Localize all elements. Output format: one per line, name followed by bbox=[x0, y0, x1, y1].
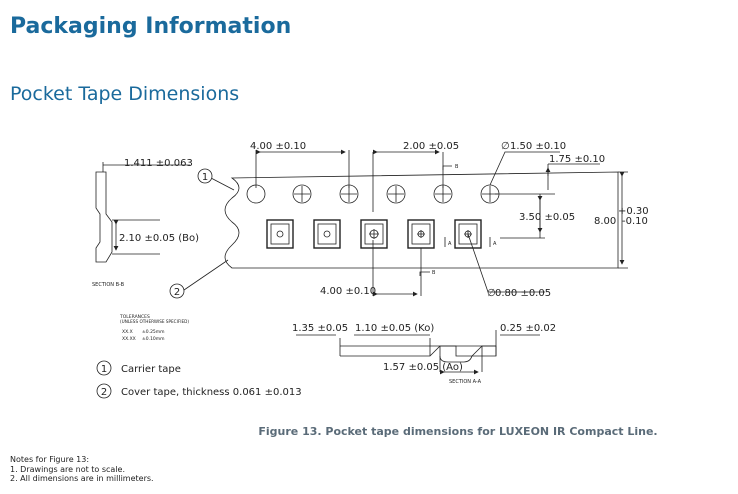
legend-num-1: 1 bbox=[101, 364, 107, 375]
tolerance-row1-val: ±0.25mm bbox=[142, 329, 165, 335]
pocket bbox=[454, 219, 482, 249]
sprocket-hole bbox=[386, 184, 406, 204]
note-item: 2. All dimensions are in millimeters. bbox=[10, 474, 154, 483]
carrier-tape-outline bbox=[224, 171, 619, 269]
sprocket-hole bbox=[292, 184, 312, 204]
tolerance-row2-val: ±0.10mm bbox=[142, 336, 165, 342]
pocket bbox=[266, 219, 294, 249]
figure-caption: Figure 13. Pocket tape dimensions for LU… bbox=[258, 425, 658, 438]
callout-1-num: 1 bbox=[202, 172, 208, 183]
dim-hole-pitch: 2.00 ±0.05 bbox=[403, 141, 459, 152]
dim-bo: 2.10 ±0.05 (Bo) bbox=[119, 233, 199, 244]
dim-width-main: 8.00 bbox=[594, 216, 616, 227]
section-b-mark-top: B bbox=[455, 164, 459, 170]
dim-pocket-pitch: 4.00 ±0.10 bbox=[320, 286, 376, 297]
dim-edge-to-hole: 1.75 ±0.10 bbox=[549, 154, 605, 165]
dim-thickness-total: 1.411 ±0.063 bbox=[124, 158, 193, 169]
callout-2-num: 2 bbox=[174, 287, 180, 298]
legend-circle-2 bbox=[96, 383, 112, 399]
dim-width-minus: -0.10 bbox=[622, 216, 648, 227]
section-aa-profile bbox=[340, 345, 497, 363]
note-item: 1. Drawings are not to scale. bbox=[10, 464, 126, 474]
callout-2 bbox=[169, 283, 185, 299]
callout-1 bbox=[197, 168, 213, 184]
section-b-mark-bottom: B bbox=[432, 270, 436, 276]
section-bb-label: SECTION B-B bbox=[92, 282, 125, 288]
section-a-mark-left: A bbox=[448, 241, 452, 247]
dim-hole-to-pocket: 3.50 ±0.05 bbox=[519, 212, 575, 223]
dim-pocket-hole: 0.80 ±0.05 bbox=[495, 288, 551, 299]
page-title: Packaging Information bbox=[10, 14, 292, 39]
dim-135: 1.35 ±0.05 bbox=[292, 323, 348, 334]
dim-ko: 1.10 ±0.05 (Ko) bbox=[355, 323, 434, 334]
dim-ao: 1.57 ±0.05 (Ao) bbox=[383, 362, 463, 373]
pocket bbox=[360, 219, 388, 249]
legend-num-2: 2 bbox=[101, 387, 107, 398]
dim-width-plus: +0.30 bbox=[618, 206, 649, 217]
dim-diameter-symbol-2: ∅ bbox=[487, 288, 496, 299]
legend-text-2: Cover tape, thickness 0.061 ±0.013 bbox=[121, 387, 302, 398]
dim-pitch-top: 4.00 ±0.10 bbox=[250, 141, 306, 152]
tolerances-heading: TOLERANCES bbox=[119, 314, 150, 320]
pocket bbox=[313, 219, 341, 249]
section-title: Pocket Tape Dimensions bbox=[10, 83, 240, 105]
section-aa-label: SECTION A-A bbox=[449, 379, 482, 385]
legend-circle-1 bbox=[96, 360, 112, 376]
tolerances-sub: (UNLESS OTHERWISE SPECIFIED) bbox=[120, 319, 189, 324]
section-bb-profile bbox=[95, 171, 113, 263]
notes-heading: Notes for Figure 13: bbox=[10, 455, 90, 464]
section-a-mark-right: A bbox=[493, 241, 497, 247]
figure-notes: Notes for Figure 13: 1. Drawings are not… bbox=[10, 455, 154, 484]
dim-025: 0.25 ±0.02 bbox=[500, 323, 556, 334]
dim-diameter-symbol: ∅ bbox=[501, 141, 510, 152]
tolerance-row1-key: XX.X bbox=[122, 329, 133, 335]
legend-text-1: Carrier tape bbox=[121, 364, 181, 375]
dim-hole-dia: 1.50 ±0.10 bbox=[510, 141, 566, 152]
tolerance-row2-key: XX.XX bbox=[122, 336, 136, 342]
